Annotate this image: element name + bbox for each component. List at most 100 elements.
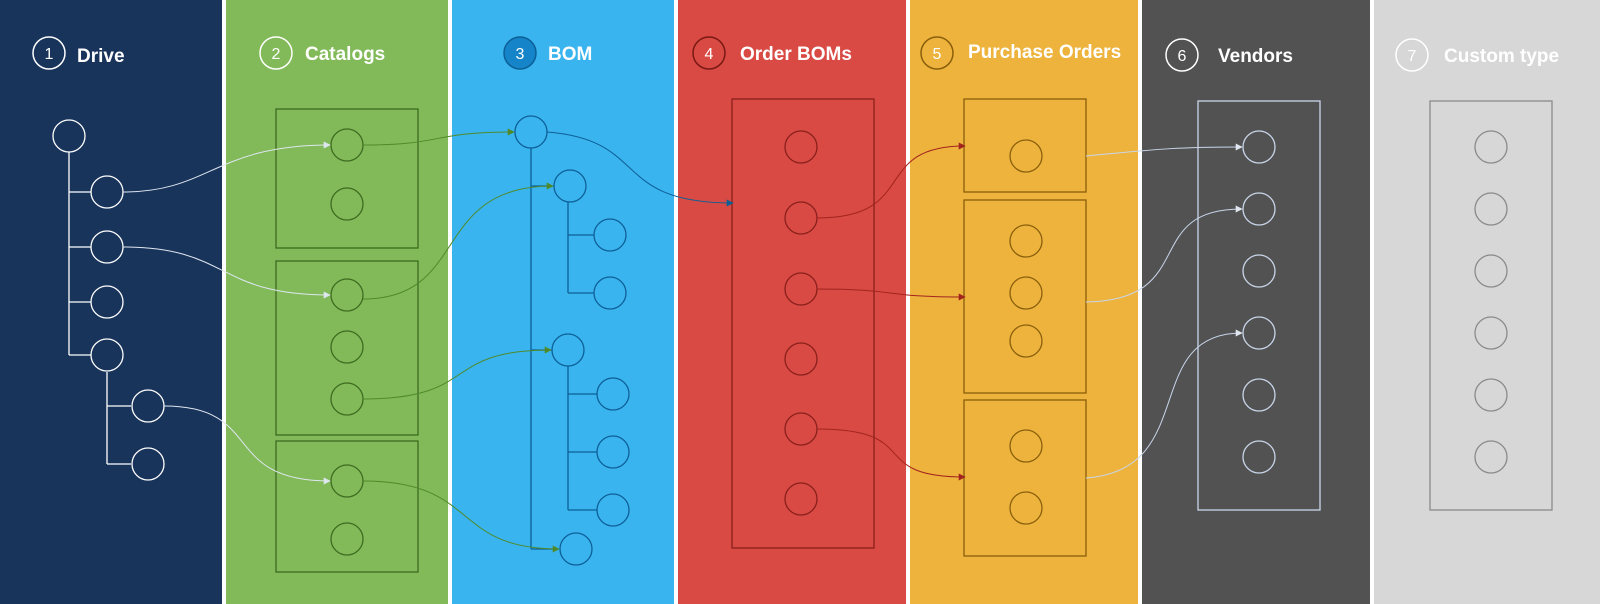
connection-arrow	[122, 246, 331, 299]
column-bg-drive	[0, 0, 222, 604]
bom-node[interactable]	[596, 493, 630, 527]
bom-node[interactable]	[593, 276, 627, 310]
purchase-order-node[interactable]	[1009, 224, 1043, 258]
vendor-node[interactable]	[1242, 254, 1276, 288]
drive-node[interactable]	[90, 285, 124, 319]
connection-arrow	[163, 405, 331, 485]
column-header-drive: 1 Drive	[32, 36, 125, 70]
catalog-item-node[interactable]	[330, 187, 364, 221]
connections-catalogs-bom	[362, 128, 560, 553]
custom-type-box[interactable]	[1429, 100, 1553, 511]
connection-arrow	[122, 141, 331, 193]
drive-node[interactable]	[90, 338, 124, 372]
custom-type-node[interactable]	[1474, 316, 1508, 350]
catalog-item-node[interactable]	[330, 330, 364, 364]
column-title: Drive	[77, 46, 125, 67]
column-title: Vendors	[1218, 46, 1293, 67]
connection-arrow	[816, 288, 966, 301]
column-header-custom-type: 7 Custom type	[1395, 38, 1559, 72]
connection-arrow	[1085, 205, 1243, 303]
connections-bom-order-boms	[546, 131, 734, 207]
drive-tree	[52, 119, 165, 481]
column-bg-catalogs	[226, 0, 448, 604]
column-bg-bom	[452, 0, 674, 604]
connections-purchase-orders-vendors	[1085, 143, 1243, 479]
custom-type-node[interactable]	[1474, 254, 1508, 288]
number-badge-label: 4	[705, 46, 714, 63]
number-badge-label: 5	[933, 46, 942, 63]
connection-arrow	[362, 480, 560, 553]
vendor-node[interactable]	[1242, 130, 1276, 164]
bom-node[interactable]	[559, 532, 593, 566]
order-bom-box[interactable]	[731, 98, 875, 549]
column-title: Purchase Orders	[968, 42, 1121, 63]
tree-connector	[68, 152, 91, 356]
custom-type-node[interactable]	[1474, 378, 1508, 412]
tree-connector	[106, 372, 131, 465]
number-badge	[32, 36, 66, 70]
vendor-node[interactable]	[1242, 316, 1276, 350]
bom-node[interactable]	[551, 333, 585, 367]
custom-type-node[interactable]	[1474, 130, 1508, 164]
column-title: BOM	[548, 44, 592, 65]
connection-arrow	[1085, 143, 1243, 157]
purchase-order-node[interactable]	[1009, 276, 1043, 310]
tree-connector	[567, 202, 594, 294]
number-badge	[692, 36, 726, 70]
column-bg-custom-type	[1374, 0, 1600, 604]
column-header-bom: 3 BOM	[503, 36, 592, 70]
connection-arrow	[362, 182, 554, 300]
vendor-box[interactable]	[1197, 100, 1321, 511]
connections-order-boms-purchase-orders	[816, 142, 966, 481]
bom-node[interactable]	[596, 377, 630, 411]
number-badge	[503, 36, 537, 70]
purchase-order-node[interactable]	[1009, 324, 1043, 358]
number-badge-label: 2	[272, 46, 281, 63]
bom-node[interactable]	[596, 435, 630, 469]
catalog-item-node[interactable]	[330, 278, 364, 312]
drive-root-node[interactable]	[52, 119, 86, 153]
number-badge	[259, 36, 293, 70]
order-bom-node[interactable]	[784, 130, 818, 164]
custom-type-node[interactable]	[1474, 440, 1508, 474]
order-bom-node[interactable]	[784, 482, 818, 516]
vendors-group	[1197, 100, 1321, 511]
connection-arrow	[816, 428, 966, 481]
number-badge-label: 7	[1408, 48, 1417, 65]
catalog-item-node[interactable]	[330, 522, 364, 556]
number-badge	[1395, 38, 1429, 72]
number-badge-label: 6	[1178, 48, 1187, 65]
vendor-node[interactable]	[1242, 378, 1276, 412]
column-title: Order BOMs	[740, 44, 852, 65]
catalog-box[interactable]	[275, 440, 419, 573]
number-badge-label: 3	[516, 46, 525, 63]
order-bom-node[interactable]	[784, 342, 818, 376]
connection-arrow	[816, 142, 966, 219]
column-title: Custom type	[1444, 46, 1559, 67]
bom-node[interactable]	[553, 169, 587, 203]
connection-arrow	[546, 131, 734, 207]
number-badge	[1165, 38, 1199, 72]
order-boms-group	[731, 98, 875, 549]
column-header-catalogs: 2 Catalogs	[259, 36, 385, 70]
column-header-vendors: 6 Vendors	[1165, 38, 1293, 72]
purchase-order-node[interactable]	[1009, 139, 1043, 173]
vendor-node[interactable]	[1242, 192, 1276, 226]
catalog-box[interactable]	[275, 108, 419, 249]
column-title: Catalogs	[305, 44, 385, 65]
purchase-order-node[interactable]	[1009, 429, 1043, 463]
connections-drive-catalogs	[122, 141, 331, 485]
number-badge-label: 1	[45, 46, 54, 63]
vendor-node[interactable]	[1242, 440, 1276, 474]
connection-arrow	[362, 346, 552, 400]
drive-node[interactable]	[131, 447, 165, 481]
purchase-order-node[interactable]	[1009, 491, 1043, 525]
column-bg-vendors	[1142, 0, 1370, 604]
catalog-box[interactable]	[275, 260, 419, 436]
custom-type-group	[1429, 100, 1553, 511]
custom-type-node[interactable]	[1474, 192, 1508, 226]
bom-node[interactable]	[593, 218, 627, 252]
